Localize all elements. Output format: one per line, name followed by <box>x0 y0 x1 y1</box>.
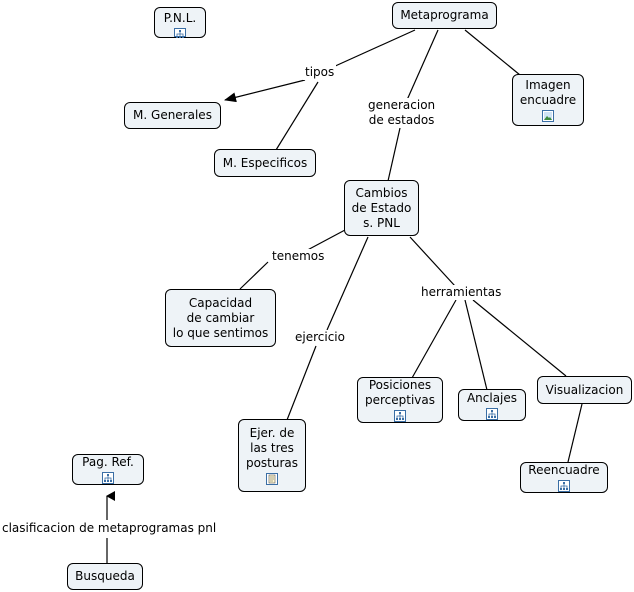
node-m-especificos-label: M. Especificos <box>222 155 308 170</box>
link-label-tipos: tipos <box>303 65 337 80</box>
node-pnl[interactable]: P.N.L. <box>154 7 206 38</box>
node-reencuadre[interactable]: Reencuadre <box>520 462 608 493</box>
line-ejercicio-ejer <box>286 345 317 421</box>
node-visualizacion[interactable]: Visualizacion <box>537 376 632 404</box>
line-herramientas-visualizacion <box>472 299 567 377</box>
node-pag-ref-label: Pag. Ref. <box>82 455 134 469</box>
node-m-generales-label: M. Generales <box>133 108 212 122</box>
node-pnl-label: P.N.L. <box>163 11 197 25</box>
node-capacidad-label: Capacidad de cambiar lo que sentimos <box>172 295 269 340</box>
line-tipos-mespecificos <box>275 81 319 151</box>
line-herramientas-anclajes <box>464 299 488 391</box>
node-cambios-estado[interactable]: Cambios de Estado s. PNL <box>344 180 419 236</box>
concept-map-icon[interactable] <box>558 480 570 492</box>
concept-map-icon[interactable] <box>394 410 406 422</box>
line-cambios-ejercicio <box>326 236 369 331</box>
line-metaprograma-imagen <box>464 29 521 76</box>
link-label-ejercicio: ejercicio <box>293 330 347 345</box>
document-icon[interactable] <box>266 473 278 485</box>
node-busqueda[interactable]: Busqueda <box>67 563 143 590</box>
node-anclajes-label: Anclajes <box>466 390 518 405</box>
node-cambios-estado-label: Cambios de Estado s. PNL <box>351 185 412 230</box>
node-capacidad[interactable]: Capacidad de cambiar lo que sentimos <box>165 289 276 347</box>
image-icon[interactable] <box>542 110 554 122</box>
line-tipos-mgenerales <box>224 79 306 103</box>
concept-map-icon[interactable] <box>174 28 186 38</box>
line-metaprograma-generacion <box>406 29 439 101</box>
line-generacion-cambios <box>387 127 401 182</box>
link-label-generacion: generacion de estados <box>366 98 438 128</box>
concept-map-icon[interactable] <box>486 407 498 420</box>
node-busqueda-label: Busqueda <box>75 569 135 583</box>
link-label-herramientas: herramientas <box>419 285 504 300</box>
node-anclajes[interactable]: Anclajes <box>458 389 526 421</box>
link-label-clasificacion: clasificacion de metaprogramas pnl <box>0 521 219 536</box>
node-ejer-posturas-label: Ejer. de las tres posturas <box>245 426 299 470</box>
node-metaprograma-label: Metaprograma <box>400 8 489 22</box>
node-pag-ref[interactable]: Pag. Ref. <box>72 454 144 485</box>
line-herramientas-posiciones <box>411 299 457 379</box>
node-ejer-posturas[interactable]: Ejer. de las tres posturas <box>238 419 306 492</box>
node-reencuadre-label: Reencuadre <box>528 463 600 477</box>
node-metaprograma[interactable]: Metaprograma <box>392 2 497 29</box>
concept-map-icon[interactable] <box>102 472 114 484</box>
line-metaprograma-tipos <box>321 29 416 73</box>
line-cambios-herramientas <box>409 236 456 287</box>
node-m-especificos[interactable]: M. Especificos <box>214 149 316 177</box>
link-label-tenemos: tenemos <box>270 249 327 264</box>
node-visualizacion-label: Visualizacion <box>545 382 624 397</box>
node-imagen-encuadre[interactable]: Imagen encuadre <box>512 74 584 126</box>
node-m-generales[interactable]: M. Generales <box>124 102 221 129</box>
node-posiciones[interactable]: Posiciones perceptivas <box>357 377 443 423</box>
node-imagen-encuadre-label: Imagen encuadre <box>519 78 577 107</box>
line-tenemos-capacidad <box>239 261 269 290</box>
node-posiciones-label: Posiciones perceptivas <box>364 378 435 407</box>
line-visualizacion-reencuadre <box>567 403 583 463</box>
